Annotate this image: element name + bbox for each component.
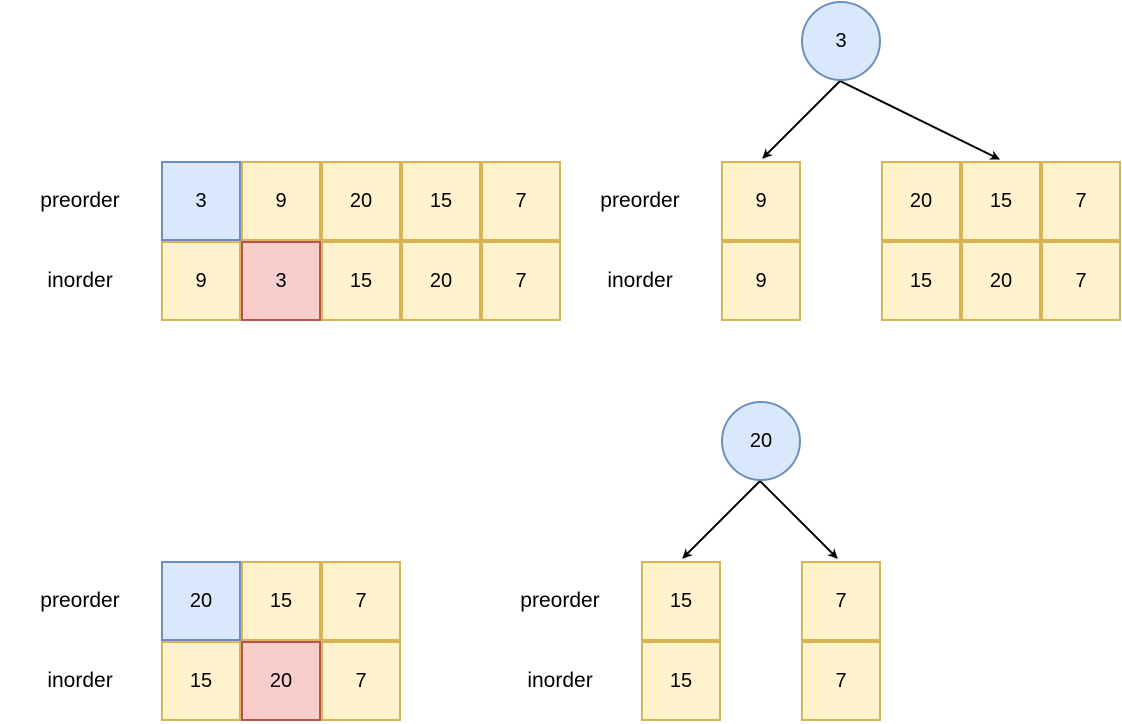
tree1-left-inorder-cell: 9 — [721, 241, 801, 321]
step2-preorder-cell-root: 20 — [161, 561, 241, 641]
tree1-right-preorder-cell: 7 — [1041, 161, 1121, 241]
step1-preorder-cell-root: 3 — [161, 161, 241, 241]
tree1-inorder-label: inorder — [607, 269, 673, 292]
step2-preorder-cell: 15 — [241, 561, 321, 641]
step1-preorder-cell: 20 — [321, 161, 401, 241]
step2-inorder-cell: 7 — [321, 641, 401, 721]
step1-inorder-label: inorder — [47, 269, 113, 292]
tree1-left-preorder-cell: 9 — [721, 161, 801, 241]
step1-inorder-cell: 20 — [401, 241, 481, 321]
step2-inorder-label: inorder — [47, 669, 113, 692]
step1-inorder-cell: 7 — [481, 241, 561, 321]
edge-root20-to-left — [682, 480, 761, 559]
tree1-right-inorder-cell: 7 — [1041, 241, 1121, 321]
tree2-inorder-label: inorder — [527, 669, 593, 692]
tree1-root-node: 3 — [801, 1, 881, 81]
tree1-right-preorder-cell: 20 — [881, 161, 961, 241]
step1-inorder-cell: 9 — [161, 241, 241, 321]
step2-inorder-cell: 15 — [161, 641, 241, 721]
step2-preorder-cell: 7 — [321, 561, 401, 641]
step1-preorder-cell: 9 — [241, 161, 321, 241]
step1-inorder-cell-root: 3 — [241, 241, 321, 321]
tree2-right-inorder-cell: 7 — [801, 641, 881, 721]
step1-preorder-cell: 15 — [401, 161, 481, 241]
edge-root20-to-right — [759, 480, 838, 559]
tree1-preorder-label: preorder — [600, 189, 680, 212]
tree1-right-preorder-cell: 15 — [961, 161, 1041, 241]
step1-inorder-cell: 15 — [321, 241, 401, 321]
step1-preorder-label: preorder — [40, 189, 120, 212]
tree1-right-inorder-cell: 20 — [961, 241, 1041, 321]
tree2-root-node: 20 — [721, 401, 801, 481]
step2-inorder-cell-root: 20 — [241, 641, 321, 721]
step1-preorder-cell: 7 — [481, 161, 561, 241]
tree2-left-preorder-cell: 15 — [641, 561, 721, 641]
tree2-right-preorder-cell: 7 — [801, 561, 881, 641]
tree1-right-inorder-cell: 15 — [881, 241, 961, 321]
tree2-left-inorder-cell: 15 — [641, 641, 721, 721]
step2-preorder-label: preorder — [40, 589, 120, 612]
edge-root3-to-right — [839, 80, 1000, 160]
edge-root3-to-left — [762, 80, 841, 159]
tree2-preorder-label: preorder — [520, 589, 600, 612]
